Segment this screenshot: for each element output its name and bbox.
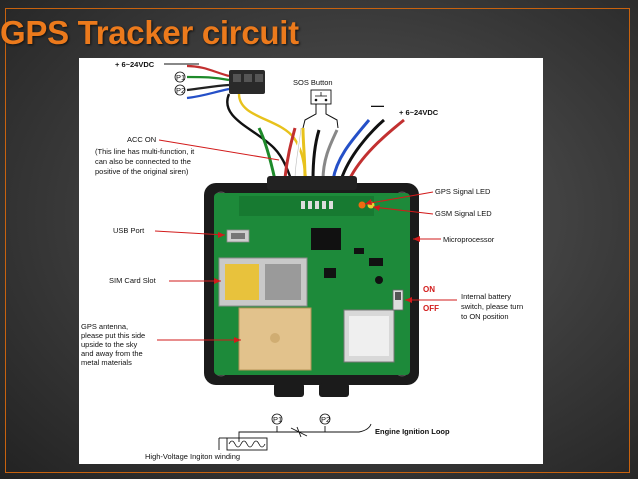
bottom-p1-label: P1 — [273, 415, 282, 424]
gps-antenna-line-1: GPS antenna, — [81, 322, 128, 331]
top-black-wire — [186, 83, 230, 92]
usb-arrow — [154, 230, 226, 236]
gps-led-arrow — [364, 191, 434, 205]
acc-on-title: ACC ON — [127, 135, 156, 144]
hv-winding-coil — [226, 437, 268, 451]
hv-winding-label: High-Voltage Ingiton winding — [145, 452, 240, 461]
engine-loop-label: Engine Ignition Loop — [375, 427, 450, 436]
gps-antenna-line-3: upside to the sky — [81, 340, 138, 349]
acc-on-arrow — [158, 139, 280, 161]
acc-on-desc-2: can also be connected to the — [95, 157, 191, 166]
p2-marker — [174, 84, 186, 96]
cable-grommet — [267, 176, 357, 190]
minus-sign: — — [371, 98, 384, 113]
slide-title: GPS Tracker circuit — [0, 14, 299, 51]
bottom-p1-marker — [271, 413, 283, 425]
usb-port-label: USB Port — [113, 226, 145, 235]
black-wire-left — [226, 93, 296, 189]
gsm-led-label: GSM Signal LED — [435, 209, 492, 218]
battery-switch-line-1: Internal battery — [461, 292, 511, 301]
slide-frame — [5, 8, 630, 473]
microprocessor-label: Microprocessor — [443, 235, 495, 244]
gps-tracker-diagram: + 6~24VDC P1 P2 SOS Button — + 6~24VDC — [79, 58, 543, 464]
sos-label: SOS Button — [293, 78, 333, 87]
wire-red-1 — [283, 127, 297, 179]
microprocessor-chip — [311, 228, 341, 250]
gsm-led-arrow — [372, 206, 434, 215]
gps-led-label: GPS Signal LED — [435, 187, 491, 196]
p1-marker — [174, 71, 186, 83]
p2-label: P2 — [176, 86, 185, 95]
bottom-p2-marker — [319, 413, 331, 425]
switch-on-label: ON — [423, 285, 435, 294]
sim-slot-label: SIM Card Slot — [109, 276, 157, 285]
acc-on-desc-1: (This line has multi-function, it — [95, 147, 195, 156]
right-power-label: + 6~24VDC — [399, 108, 439, 117]
top-red-wire — [186, 64, 230, 78]
top-blue-wire — [186, 87, 230, 100]
top-power-label: + 6~24VDC — [115, 60, 155, 69]
wire-black-right — [339, 118, 385, 181]
battery-switch-line-3: to ON position — [461, 312, 509, 321]
gps-antenna-line-2: please put this side — [81, 331, 145, 340]
acc-on-desc-3: positive of the original siren) — [95, 167, 189, 176]
wire-red-right — [347, 118, 405, 181]
gps-antenna-line-5: metal materials — [81, 358, 132, 367]
gps-antenna-line-4: and away from the — [81, 349, 143, 358]
pcb-pin-header — [301, 201, 333, 209]
bottom-p2-label: P2 — [321, 415, 330, 424]
diagram-svg: + 6~24VDC P1 P2 SOS Button — + 6~24VDC — [81, 60, 523, 461]
battery-switch-line-2: switch, please turn — [461, 302, 523, 311]
wire-blue — [331, 119, 371, 181]
gps-led — [358, 201, 366, 209]
ignition-loop-wire — [238, 423, 372, 442]
top-green-wire — [186, 75, 230, 82]
p1-label: P1 — [176, 73, 185, 82]
switch-off-label: OFF — [423, 304, 439, 313]
